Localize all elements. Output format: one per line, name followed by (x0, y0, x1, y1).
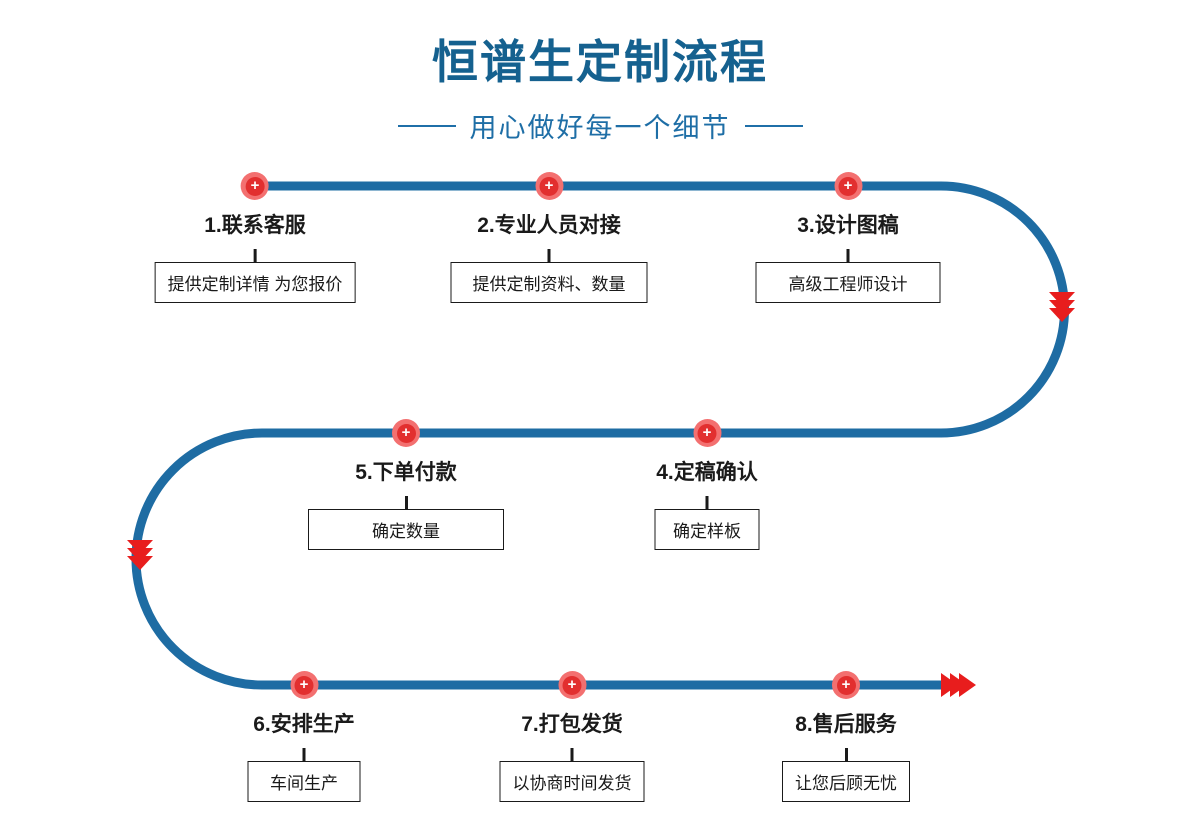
step-title: 2.专业人员对接 (477, 214, 621, 237)
connector-tick (547, 249, 551, 262)
step-title: 8.售后服务 (795, 713, 897, 736)
step-6-arrange-production: + 6.安排生产 车间生产 (247, 671, 361, 802)
connector-tick (253, 249, 257, 262)
connector-tick (844, 748, 848, 761)
subtitle-text: 用心做好每一个细节 (469, 113, 731, 143)
step-title: 3.设计图稿 (797, 214, 899, 237)
step-title: 7.打包发货 (521, 713, 623, 736)
plus-marker-icon: + (832, 671, 860, 699)
subtitle: 用心做好每一个细节 (0, 106, 1200, 145)
step-note-box: 提供定制详情 为您报价 (154, 262, 356, 303)
step-8-after-sales: + 8.售后服务 让您后顾无忧 (782, 671, 910, 802)
step-5-order-payment: + 5.下单付款 确定数量 (308, 419, 504, 550)
step-2-professional-contact: + 2.专业人员对接 提供定制资料、数量 (450, 172, 648, 303)
step-note-box: 以协商时间发货 (499, 761, 645, 802)
connector-tick (302, 748, 306, 761)
plus-marker-icon: + (693, 419, 721, 447)
end-arrow-icon (941, 673, 976, 697)
plus-marker-icon: + (240, 172, 269, 200)
plus-marker-icon: + (535, 172, 563, 200)
step-4-final-confirmation: + 4.定稿确认 确定样板 (654, 419, 760, 550)
plus-marker-icon: + (290, 671, 318, 699)
down-arrows-right-curve-icon (1049, 292, 1075, 322)
step-3-design-draft: + 3.设计图稿 高级工程师设计 (755, 172, 941, 303)
subtitle-left-rule (397, 124, 456, 127)
plus-marker-icon: + (834, 172, 862, 200)
header: 恒谱生定制流程 用心做好每一个细节 (0, 0, 1200, 145)
step-7-pack-ship: + 7.打包发货 以协商时间发货 (499, 671, 645, 802)
step-1-contact-service: + 1.联系客服 提供定制详情 为您报价 (154, 172, 356, 303)
step-note-box: 让您后顾无忧 (782, 761, 910, 802)
step-title: 5.下单付款 (355, 461, 457, 484)
step-title: 1.联系客服 (204, 214, 306, 237)
subtitle-right-rule (744, 124, 803, 127)
step-title: 4.定稿确认 (656, 461, 758, 484)
connector-tick (705, 496, 709, 509)
step-note-box: 提供定制资料、数量 (450, 262, 648, 303)
page-title: 恒谱生定制流程 (432, 36, 768, 88)
flow-line (131, 181, 1069, 690)
step-note-box: 确定样板 (654, 509, 760, 550)
plus-marker-icon: + (392, 419, 420, 447)
step-note-box: 车间生产 (247, 761, 361, 802)
connector-tick (570, 748, 574, 761)
connector-tick (404, 496, 408, 509)
step-note-box: 高级工程师设计 (755, 262, 941, 303)
connector-tick (846, 249, 850, 262)
down-arrows-left-curve-icon (127, 540, 153, 570)
plus-marker-icon: + (558, 671, 586, 699)
step-note-box: 确定数量 (308, 509, 504, 550)
step-title: 6.安排生产 (253, 713, 355, 736)
